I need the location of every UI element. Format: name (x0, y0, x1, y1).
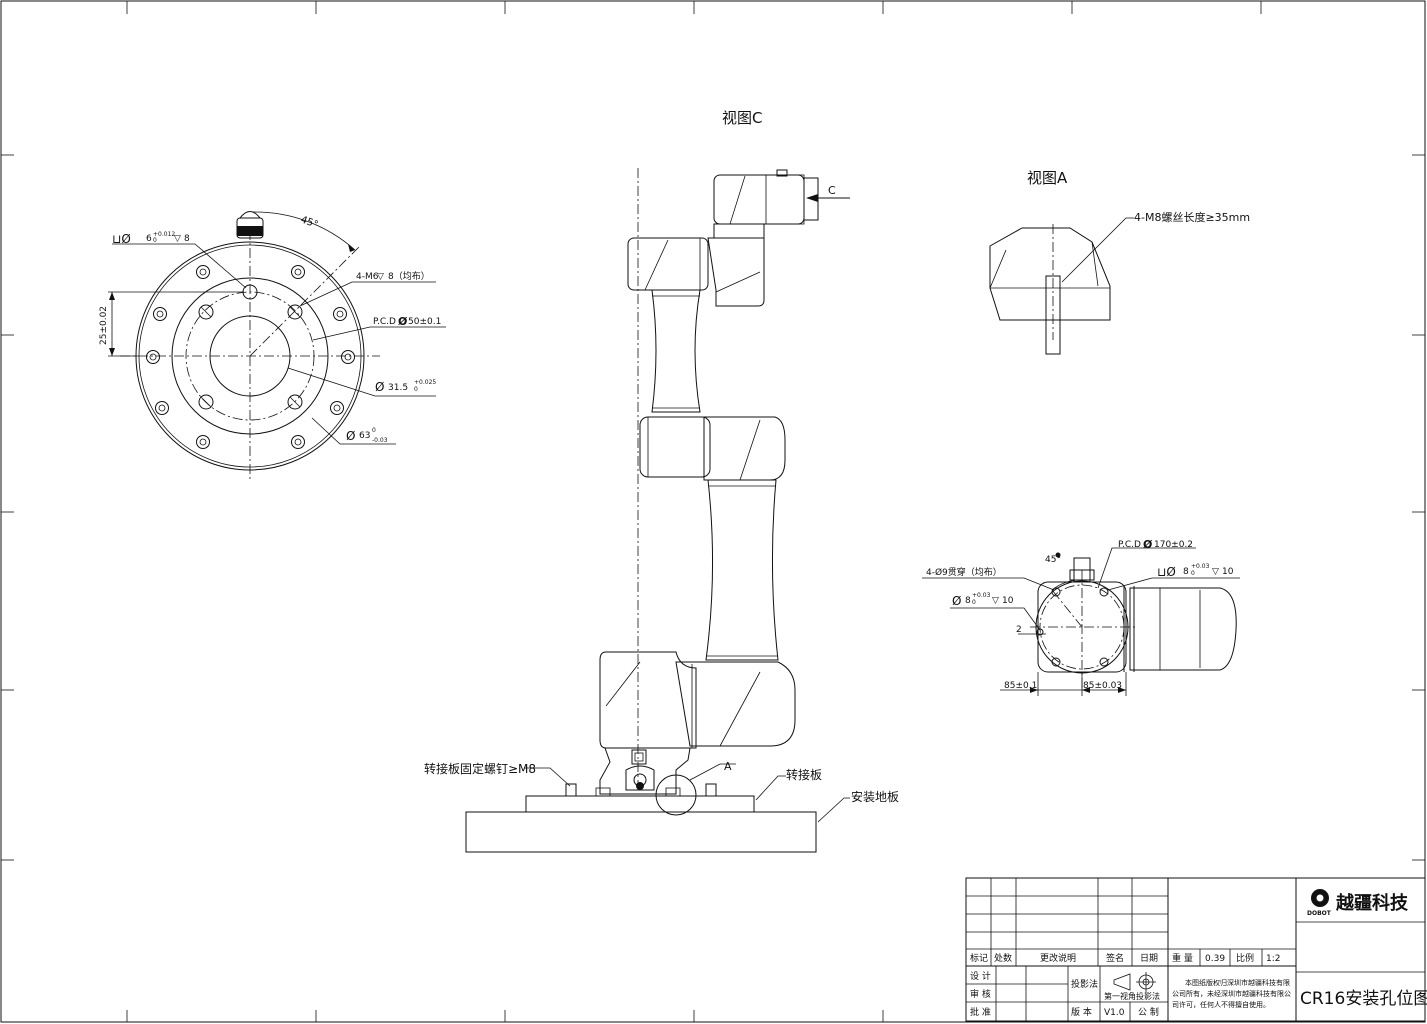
flange-outer-holes (146, 265, 355, 449)
tb-copyright-3: 司许可，任何人不得擅自使用。 (1172, 1000, 1270, 1009)
base-slot-depth: 10 (1222, 567, 1234, 577)
callout-adapter-screw: 转接板固定螺钉≥M8 (424, 761, 536, 776)
base-view: P.C.D Ø 170±0.2 45° 4-Ø9贯穿（均布） ⊔Ø 8 +0.0… (922, 538, 1240, 696)
marker-a: A (724, 760, 732, 773)
svg-text:Ø: Ø (1143, 538, 1153, 551)
tb-approve: 批 准 (970, 1006, 991, 1018)
view-a: 视图A 4-M8螺丝长度≥35mm (989, 169, 1250, 355)
tb-header-mark: 标记 (970, 952, 988, 964)
flange-m6-holes (198, 304, 303, 410)
flange-bore-value: 31.5 (388, 383, 408, 393)
view-c-title: 视图C (722, 109, 762, 127)
base-slot-tol-low: 0 (1191, 570, 1195, 577)
tb-scale-value: 1:2 (1266, 954, 1280, 964)
flange-slot-tol: +0.012 (153, 231, 175, 238)
flange-view: 45° ⊔Ø 6 +0.012 0 ▽ 8 4-M6 ▽ 8（均布） P.C.D… (99, 211, 446, 482)
tb-copyright-1: 本图纸版权归深圳市越疆科技有限 (1185, 978, 1290, 987)
base-pin-tol: +0.03 (972, 592, 991, 599)
tb-unit-value: 公 制 (1138, 1006, 1159, 1018)
company-logo: DOBOT 越疆科技 (1307, 889, 1409, 917)
tb-design: 设 计 (970, 970, 991, 982)
base-angle: 45° (1045, 555, 1061, 565)
flange-connector (236, 211, 264, 239)
flange-slot-depth: 8 (184, 234, 190, 244)
base-slot-tol: +0.03 (1191, 563, 1210, 570)
flange-slot-symbol: ⊔Ø (112, 232, 131, 246)
flange-pcd-value: 50±0.1 (408, 317, 441, 327)
company-name: 越疆科技 (1335, 892, 1409, 914)
flange-angle: 45° (299, 214, 319, 230)
svg-text:Ø: Ø (952, 594, 961, 608)
flange-slot-size: 6 (146, 234, 152, 244)
flange-dim-25: 25±0.02 (99, 306, 109, 345)
tb-header-sign: 签名 (1106, 952, 1124, 964)
view-a-title: 视图A (1027, 169, 1068, 187)
svg-text:⊔Ø: ⊔Ø (1157, 565, 1176, 579)
flange-outer-tol: 0 (372, 427, 376, 434)
tb-header-count: 处数 (994, 952, 1012, 964)
tb-weight-value: 0.39 (1205, 954, 1225, 964)
flange-bore-tol-low: 0 (414, 386, 418, 393)
svg-text:▽: ▽ (992, 596, 999, 606)
robot-callouts: 转接板固定螺钉≥M8 转接板 安装地板 (424, 761, 899, 823)
base-dim-2: 2 (1016, 625, 1022, 635)
flange-thread-note: 4-M6 (356, 272, 379, 282)
svg-text:▽: ▽ (174, 234, 181, 244)
drawing-title: CR16安装孔位图 (1300, 989, 1427, 1009)
base-dim-right: 85±0.03 (1083, 681, 1122, 691)
tb-copyright-2: 公司所有，未经深圳市越疆科技有限公 (1172, 989, 1291, 998)
tb-header-date: 日期 (1140, 953, 1158, 964)
callout-adapter-plate: 转接板 (786, 767, 822, 782)
flange-pcd-label: P.C.D (373, 317, 396, 327)
base-slot-size: 8 (1183, 567, 1189, 577)
svg-text:▽: ▽ (377, 272, 384, 282)
base-pin-size: 8 (965, 596, 971, 606)
view-a-screw-note: 4-M8螺丝长度≥35mm (1134, 210, 1250, 224)
base-pcd-label: P.C.D (1118, 540, 1141, 550)
flange-outer-tol-low: -0.03 (372, 437, 388, 444)
base-pcd-value: 170±0.2 (1154, 540, 1193, 550)
svg-text:Ø: Ø (398, 315, 408, 328)
tb-version-value: V1.0 (1104, 1008, 1125, 1018)
flange-thread-depth: 8（均布） (388, 270, 430, 282)
base-through-note: 4-Ø9贯穿（均布） (926, 566, 1002, 578)
svg-text:▽: ▽ (1212, 567, 1219, 577)
tb-weight-label: 重 量 (1172, 952, 1193, 964)
flange-slot-tol-low: 0 (153, 237, 157, 244)
tb-projection-label: 投影法 (1071, 978, 1098, 990)
base-pin-depth: 10 (1002, 596, 1014, 606)
company-brand: DOBOT (1307, 910, 1332, 917)
tb-check: 审 核 (970, 988, 991, 1000)
svg-text:Ø: Ø (346, 429, 355, 443)
callout-mount-plate: 安装地板 (851, 789, 899, 804)
title-block: 标记 处数 更改说明 签名 日期 重 量 0.39 比例 1:2 设 计 审 核… (965, 877, 1427, 1022)
tb-projection-value: 第一视角投影法 (1104, 991, 1160, 1001)
base-pin-tol-low: 0 (972, 599, 976, 606)
flange-outer-value: 63 (359, 431, 370, 441)
tb-header-change: 更改说明 (1040, 952, 1076, 964)
tb-scale-label: 比例 (1236, 952, 1254, 964)
arrow-c-label: C (828, 184, 836, 197)
tb-version-label: 版 本 (1071, 1006, 1092, 1018)
flange-bore-tol: +0.025 (414, 379, 436, 386)
projection-symbol-icon (1113, 972, 1156, 992)
base-dim-left: 85±0.1 (1004, 681, 1037, 691)
robot-arm: A C (465, 168, 850, 853)
svg-text:Ø: Ø (375, 380, 384, 394)
